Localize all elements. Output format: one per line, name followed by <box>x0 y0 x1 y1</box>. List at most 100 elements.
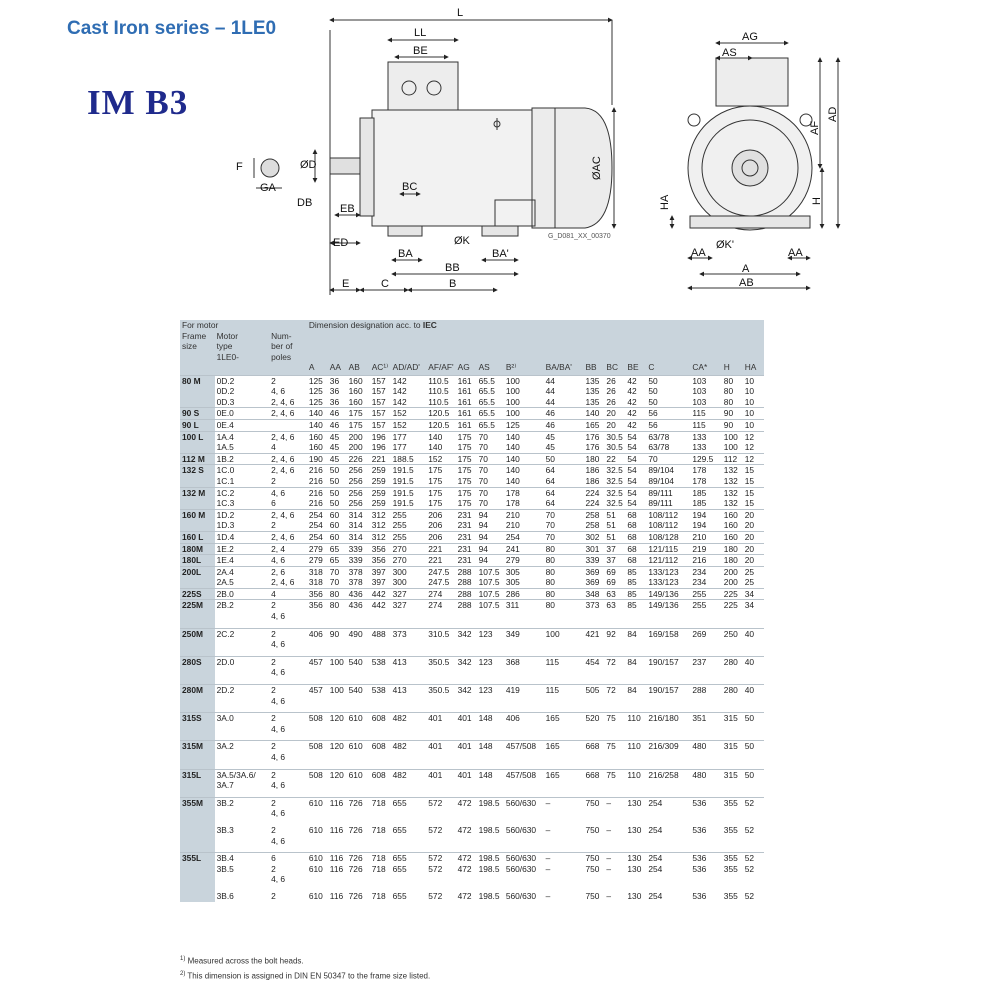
table-cell: 185 <box>690 498 722 510</box>
dim-label-BA: BA <box>398 248 413 260</box>
table-cell: 718 <box>369 796 391 825</box>
table-cell: 157 <box>369 386 391 397</box>
table-cell: 315M <box>180 740 215 770</box>
dimension-table: For motor Dimension designation acc. to … <box>180 320 764 945</box>
table-cell: 44 <box>543 396 584 408</box>
col-header: BA/BA' <box>543 330 584 376</box>
table-cell: 140 <box>503 430 544 443</box>
table-cell: 90 <box>327 627 347 657</box>
table-cell: 85 <box>625 577 647 589</box>
table-cell: 373 <box>583 599 605 629</box>
table-cell: 26 <box>604 396 626 408</box>
table-cell: 655 <box>390 852 427 864</box>
table-cell: 34 <box>742 599 764 629</box>
table-cell: 231 <box>455 520 477 532</box>
table-cell: 2 <box>269 374 307 387</box>
table-cell: 4 <box>269 442 307 454</box>
table-cell: 210 <box>690 530 722 543</box>
table-cell: 42 <box>625 407 647 420</box>
table-cell: 20 <box>742 508 764 521</box>
table-cell: 2 4, 6 <box>269 627 307 657</box>
table-cell: 140 <box>426 430 456 443</box>
table-cell: 610 <box>306 796 328 825</box>
dim-label-BE: BE <box>413 45 428 57</box>
table-cell: 125 <box>306 386 328 397</box>
dim-label-AG: AG <box>742 31 758 43</box>
table-cell: 0D.2 <box>214 386 270 397</box>
table-cell: 482 <box>390 712 427 741</box>
table-cell: 224 <box>583 486 605 499</box>
table-cell: 196 <box>369 442 391 454</box>
table-cell: 123 <box>476 627 504 657</box>
table-cell: 34 <box>742 587 764 600</box>
table-cell: 3A.0 <box>214 712 270 741</box>
table-cell: 90 <box>721 418 743 432</box>
table-cell: 572 <box>426 852 456 864</box>
table-cell: 116 <box>327 796 347 825</box>
table-cell: 80 <box>327 587 347 600</box>
table-cell: 0D.3 <box>214 396 270 408</box>
col-header: AS <box>476 330 504 376</box>
series-title: Cast Iron series – 1LE0 <box>67 18 277 39</box>
table-cell: 140 <box>503 452 544 465</box>
table-cell: 572 <box>426 890 456 902</box>
table-cell: 480 <box>690 768 722 798</box>
table-cell: 280S <box>180 655 215 685</box>
table-cell: 406 <box>306 627 328 657</box>
col-header: BC <box>604 330 626 376</box>
dim-label-GA: GA <box>260 182 277 194</box>
table-cell: 280 <box>721 684 743 713</box>
table-cell: 133/123 <box>646 565 691 578</box>
table-cell: 178 <box>503 486 544 499</box>
table-cell: 40 <box>742 655 764 685</box>
table-cell: 52 <box>742 796 764 825</box>
iec-text: IEC <box>422 320 437 330</box>
dimension-table-grid: For motor Dimension designation acc. to … <box>180 320 764 902</box>
mounting-title: IM B3 <box>87 83 189 122</box>
table-cell: 190 <box>306 452 328 465</box>
table-cell: 45 <box>327 452 347 465</box>
table-cell: 2, 4, 6 <box>269 430 307 443</box>
table-cell: 259 <box>369 475 391 488</box>
table-cell: 234 <box>690 565 722 578</box>
table-cell: 65.5 <box>476 418 504 432</box>
table-cell: 161 <box>455 374 477 387</box>
dim-label-L: L <box>457 7 463 19</box>
table-cell: 64 <box>543 498 584 510</box>
table-cell: 54 <box>625 442 647 454</box>
table-cell: 160 M <box>180 508 215 521</box>
table-cell: 186 <box>583 464 605 476</box>
table-cell: 300 <box>390 577 427 589</box>
table-cell: 490 <box>346 627 370 657</box>
table-cell: 185 <box>690 486 722 499</box>
table-cell: 89/111 <box>646 486 691 499</box>
table-cell: 750 <box>583 824 605 853</box>
table-cell: 90 <box>721 407 743 420</box>
table-cell: 3B.5 <box>214 863 270 891</box>
table-cell: 369 <box>583 565 605 578</box>
table-cell: 401 <box>455 768 477 798</box>
table-cell: 221 <box>369 452 391 465</box>
table-cell: 42 <box>625 386 647 397</box>
footnotes: 1) Measured across the bolt heads. 2) Th… <box>180 953 430 982</box>
table-cell: 94 <box>476 542 504 555</box>
dim-label-C: C <box>381 278 389 290</box>
table-cell: 180 <box>721 542 743 555</box>
table-cell: 175 <box>455 452 477 465</box>
table-cell: 132 <box>721 498 743 510</box>
table-cell: 178 <box>690 475 722 488</box>
table-cell: 120 <box>327 768 347 798</box>
table-cell: 85 <box>625 587 647 600</box>
table-cell: 50 <box>646 374 691 387</box>
table-cell: 125 <box>306 374 328 387</box>
table-cell: 20 <box>742 530 764 543</box>
table-cell: 259 <box>369 486 391 499</box>
table-cell: 108/112 <box>646 508 691 521</box>
table-cell: 50 <box>543 452 584 465</box>
table-cell: 457 <box>306 684 328 713</box>
